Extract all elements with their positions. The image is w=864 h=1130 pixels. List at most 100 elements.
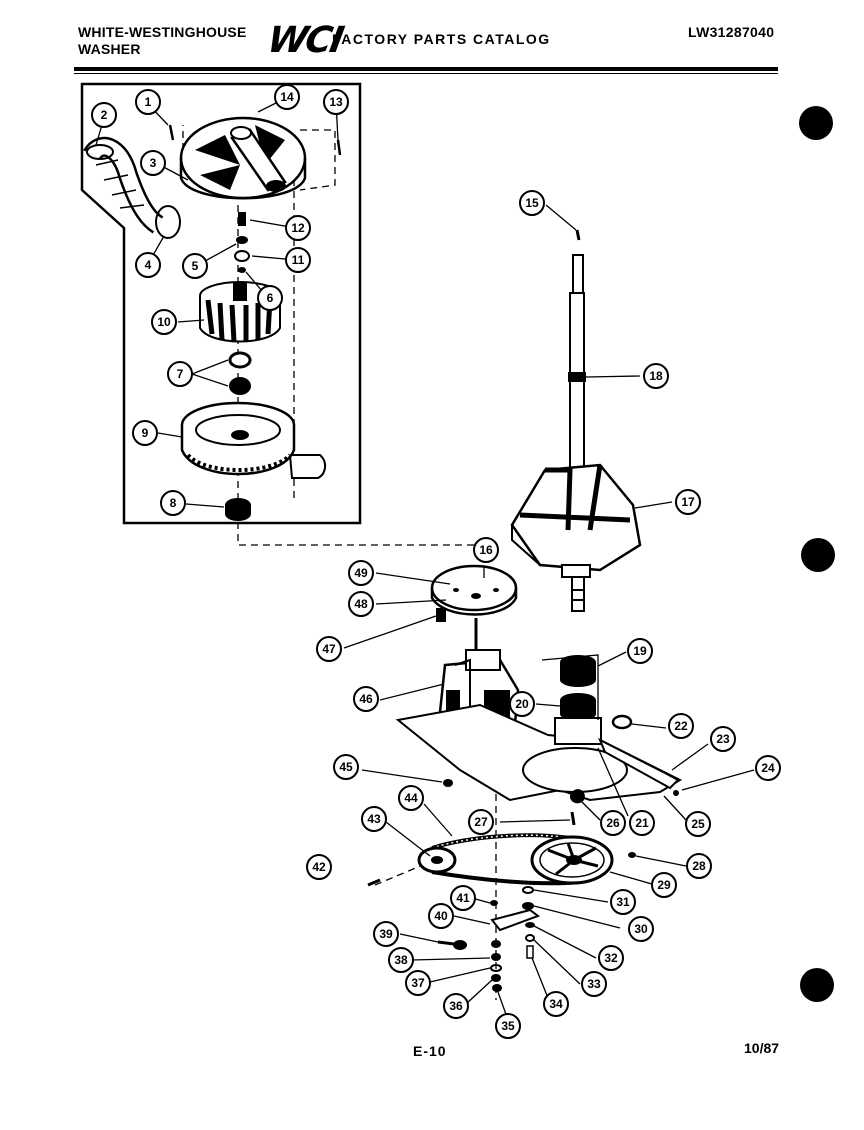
callout-22: 22 [668,713,694,739]
callout-45: 45 [333,754,359,780]
callout-15: 15 [519,190,545,216]
callout-34: 34 [543,991,569,1017]
callout-12: 12 [285,215,311,241]
agitator-shaft [568,229,586,474]
svg-text:49: 49 [354,566,368,580]
callout-41: 41 [450,885,476,911]
callout-16a: 16 [473,537,499,563]
brand-line-2: WASHER [78,41,141,57]
svg-text:15: 15 [525,196,539,210]
pump-hose [83,136,164,234]
svg-text:44: 44 [404,791,418,805]
callout-23: 23 [710,726,736,752]
model-code: LW31287040 [688,24,775,40]
svg-text:4: 4 [145,258,152,272]
callout-6: 6 [257,285,283,311]
brand-label: WHITE-WESTINGHOUSE WASHER [78,24,246,58]
svg-text:21: 21 [635,816,649,830]
drive-bracket [569,789,585,804]
callout-38: 38 [388,947,414,973]
svg-text:47: 47 [322,642,336,656]
base-nut [443,779,453,787]
pump-clip [336,139,342,156]
svg-text:43: 43 [367,812,381,826]
pump-seal-bottom [225,498,251,521]
callout-3: 3 [140,150,166,176]
svg-text:33: 33 [587,977,601,991]
brake-spring [611,714,633,730]
pump-cover [179,116,307,200]
svg-text:25: 25 [691,817,705,831]
svg-text:14: 14 [280,90,294,104]
callout-2: 2 [91,102,117,128]
svg-text:36: 36 [449,999,463,1013]
svg-text:46: 46 [359,692,373,706]
callout-18: 18 [643,363,669,389]
svg-text:9: 9 [142,426,149,440]
svg-text:11: 11 [292,253,305,267]
binder-hole-middle [801,538,835,572]
svg-text:40: 40 [434,909,448,923]
transmission-pulley [530,835,614,885]
callout-42: 42 [306,854,332,880]
callout-40: 40 [428,903,454,929]
svg-text:29: 29 [657,878,671,892]
hose-clamp [155,205,181,239]
svg-text:20: 20 [515,697,529,711]
lower-hardware [437,886,541,992]
svg-text:2: 2 [101,108,108,122]
binder-hole-bottom [800,968,834,1002]
pump-inset-frame [80,82,362,525]
callout-13: 13 [323,89,349,115]
callout-30: 30 [628,916,654,942]
svg-text:8: 8 [170,496,177,510]
small-washers [234,212,250,273]
callout-32: 32 [598,945,624,971]
svg-text:23: 23 [716,732,730,746]
callout-20: 20 [509,691,535,717]
svg-text:18: 18 [649,369,663,383]
callout-14: 14 [274,84,300,110]
callout-37: 37 [405,970,431,996]
svg-text:27: 27 [474,815,488,829]
svg-text:24: 24 [761,761,775,775]
pulley-bolt [570,811,576,826]
header-rule-thin [74,73,778,74]
svg-text:48: 48 [354,597,368,611]
idler-bolt [367,878,381,887]
svg-text:13: 13 [329,95,343,109]
callout-21: 21 [629,810,655,836]
seal-upper [228,351,252,369]
svg-text:3: 3 [150,156,157,170]
svg-text:1: 1 [145,95,152,109]
callout-39: 39 [373,921,399,947]
pump-housing [180,401,326,479]
callout-5: 5 [182,253,208,279]
svg-text:16: 16 [479,543,493,557]
lever-pin [673,790,679,796]
svg-text:7: 7 [177,367,184,381]
svg-text:26: 26 [606,816,620,830]
svg-text:42: 42 [312,860,326,874]
svg-text:12: 12 [291,221,305,235]
gearcase [510,463,642,612]
callout-26: 26 [600,810,626,836]
svg-text:45: 45 [339,760,353,774]
callout-35: 35 [495,1013,521,1039]
callout-8: 8 [160,490,186,516]
catalog-date: 10/87 [744,1040,780,1056]
catalog-title: FACTORY PARTS CATALOG [332,31,551,47]
callout-47: 47 [316,636,342,662]
callout-19: 19 [627,638,653,664]
svg-text:41: 41 [456,891,470,905]
svg-text:22: 22 [674,719,688,733]
callout-31: 31 [610,889,636,915]
svg-text:32: 32 [604,951,618,965]
svg-text:28: 28 [692,859,706,873]
callout-48: 48 [348,591,374,617]
svg-text:6: 6 [267,291,274,305]
header-rule [74,67,778,71]
callout-9: 9 [132,420,158,446]
binder-hole-top [799,106,833,140]
callout-46: 46 [353,686,379,712]
